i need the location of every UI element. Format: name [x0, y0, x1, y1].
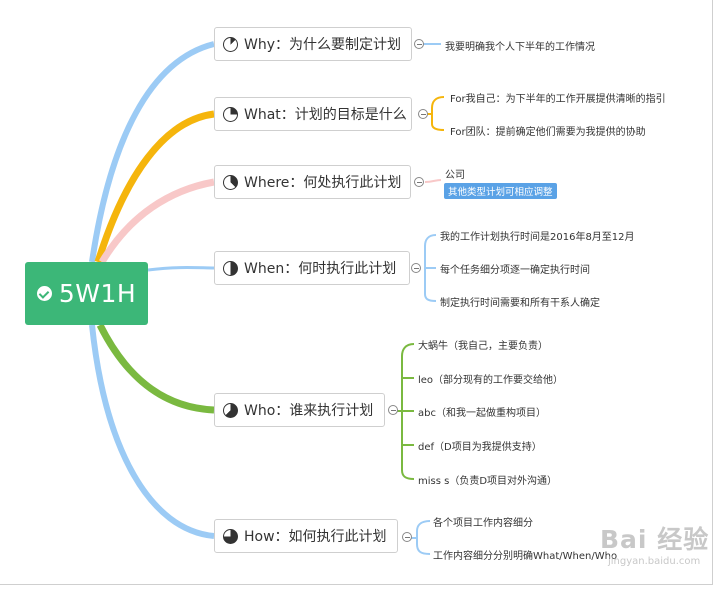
- connector-when: [147, 266, 215, 272]
- connector-what: [94, 110, 215, 264]
- connector-lines: [89, 41, 445, 555]
- priority-pie-icon: [223, 528, 238, 544]
- branch-where[interactable]: Where：何处执行此计划: [214, 165, 411, 199]
- priority-pie-icon: [223, 260, 238, 276]
- leaf-connector: [424, 179, 442, 183]
- branch-title: How：如何执行此计划: [244, 529, 387, 545]
- check-circle-icon: [36, 286, 52, 301]
- leaf-item[interactable]: def（D项目为我提供支持）: [418, 442, 542, 453]
- connector-who: [96, 323, 215, 414]
- watermark-text: Bai 经验: [600, 525, 710, 554]
- root-title: 5W1H: [58, 279, 137, 308]
- leaf-connector: [424, 234, 437, 302]
- leaf-connector: [392, 343, 415, 480]
- leaf-item[interactable]: abc（和我一起做重构项目）: [418, 408, 546, 419]
- leaf-item[interactable]: 制定执行时间需要和所有干系人确定: [440, 298, 600, 309]
- collapse-toggle-icon[interactable]: [414, 177, 424, 187]
- leaf-connector: [410, 520, 431, 555]
- priority-pie-icon: [223, 106, 238, 122]
- note-tag: 其他类型计划可相应调整: [444, 183, 557, 199]
- branch-when[interactable]: When：何时执行此计划: [214, 251, 410, 285]
- branch-what[interactable]: What：计划的目标是什么: [214, 97, 412, 131]
- leaf-item[interactable]: 大蜗牛（我自己，主要负责）: [418, 341, 548, 352]
- connector-how: [89, 324, 215, 539]
- leaf-item[interactable]: miss s（负责D项目对外沟通）: [418, 476, 558, 487]
- branch-title: What：计划的目标是什么: [244, 107, 407, 123]
- root-node[interactable]: 5W1H: [25, 262, 148, 325]
- branch-who[interactable]: Who：谁来执行计划: [214, 393, 385, 427]
- leaf-item[interactable]: 公司: [445, 170, 465, 181]
- branch-title: Who：谁来执行计划: [244, 403, 374, 419]
- collapse-toggle-icon[interactable]: [388, 405, 398, 415]
- leaf-item[interactable]: 各个项目工作内容细分: [433, 518, 533, 529]
- connector-why: [89, 41, 215, 263]
- collapse-toggle-icon[interactable]: [418, 109, 428, 119]
- branch-title: Why：为什么要制定计划: [244, 37, 402, 53]
- collapse-toggle-icon[interactable]: [411, 263, 421, 273]
- leaf-item[interactable]: 我要明确我个人下半年的工作情况: [445, 42, 595, 53]
- branch-how[interactable]: How：如何执行此计划: [214, 519, 398, 553]
- priority-pie-icon: [223, 174, 238, 190]
- branch-title: When：何时执行此计划: [244, 261, 397, 277]
- watermark: Bai 经验 jingyan.baidu.com: [600, 520, 709, 567]
- branch-why[interactable]: Why：为什么要制定计划: [214, 27, 412, 61]
- connector-where: [98, 178, 215, 264]
- leaf-item[interactable]: For我自己：为下半年的工作开展提供清晰的指引: [450, 94, 666, 105]
- watermark-url: jingyan.baidu.com: [608, 556, 701, 567]
- leaf-item[interactable]: 我的工作计划执行时间是2016年8月至12月: [440, 232, 635, 243]
- collapse-toggle-icon[interactable]: [414, 39, 424, 49]
- priority-pie-icon: [223, 36, 238, 52]
- branch-title: Where：何处执行此计划: [244, 175, 402, 191]
- collapse-toggle-icon[interactable]: [402, 532, 412, 542]
- leaf-item[interactable]: For团队：提前确定他们需要为我提供的协助: [450, 127, 646, 138]
- priority-pie-icon: [223, 402, 238, 418]
- leaf-item[interactable]: 每个任务细分项逐一确定执行时间: [440, 265, 590, 276]
- leaf-item[interactable]: leo（部分现有的工作要交给他）: [418, 375, 564, 386]
- leaf-item[interactable]: 工作内容细分分别明确What/When/Who: [433, 551, 618, 562]
